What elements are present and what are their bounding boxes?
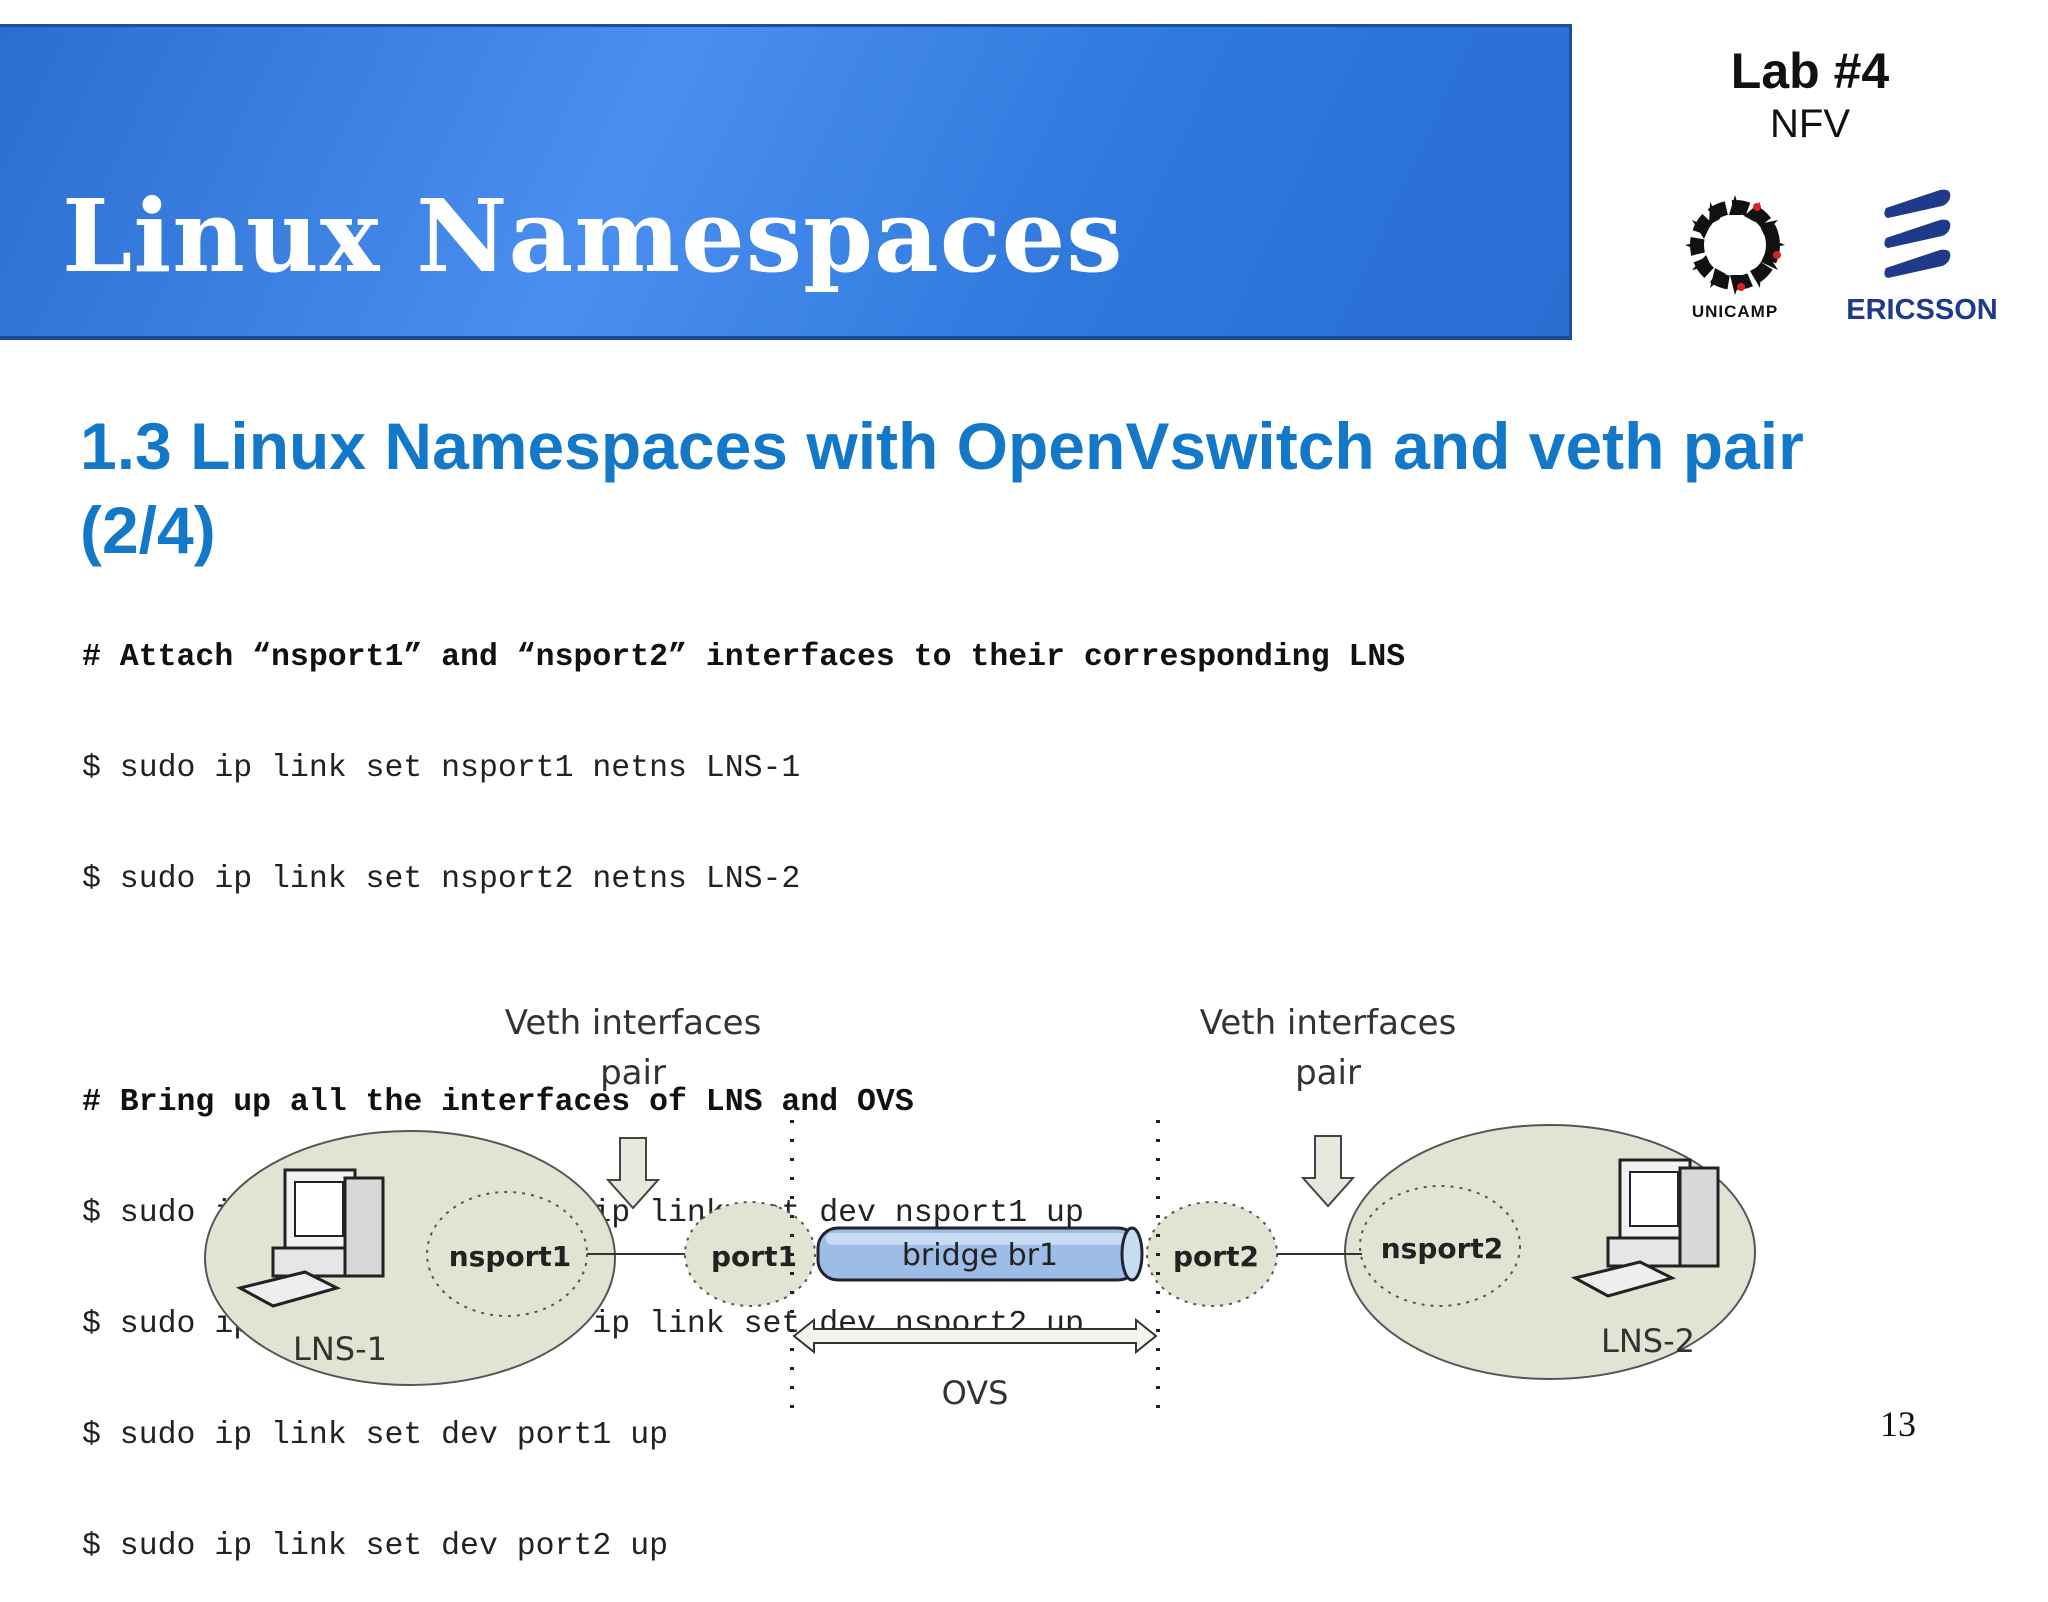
veth-label-right-line2: pair <box>1295 1053 1361 1093</box>
veth-arrow-left-icon <box>605 1137 661 1210</box>
veth-label-left-line2: pair <box>600 1053 666 1093</box>
section-title: 1.3 Linux Namespaces with OpenVswitch an… <box>80 404 1960 572</box>
network-diagram: Veth interfaces pair Veth interfaces pai… <box>204 1003 1756 1412</box>
page-number: 13 <box>1880 1404 1916 1444</box>
ovs-span-arrow <box>792 1317 1158 1355</box>
code-line: $ sudo ip link set nsport1 netns LNS-1 <box>82 751 801 786</box>
lab-title: Lab #4 <box>1730 43 1890 99</box>
veth-arrow-right-icon <box>1300 1135 1356 1208</box>
lns2-label: LNS-2 <box>1601 1322 1695 1360</box>
title-banner: Linux Namespaces <box>0 24 1572 340</box>
lab-subtitle: NFV <box>1770 102 1850 146</box>
code-line: $ sudo ip link set nsport2 netns LNS-2 <box>82 862 801 897</box>
computer-icon <box>1570 1158 1720 1298</box>
ericsson-wordmark: ERICSSON <box>1846 294 1998 326</box>
section-title-line-1: 1.3 Linux Namespaces with OpenVswitch an… <box>80 409 1804 483</box>
lns1-label: LNS-1 <box>293 1330 387 1368</box>
computer-icon <box>235 1168 385 1308</box>
code-line: $ sudo ip link set dev port2 up <box>82 1529 668 1564</box>
code-comment: # Bring up all the interfaces of LNS and… <box>82 1085 914 1120</box>
unicamp-logo <box>1685 195 1785 295</box>
port2-label: port2 <box>1173 1240 1259 1273</box>
ovs-label: OVS <box>942 1374 1009 1412</box>
unicamp-wordmark: UNICAMP <box>1691 302 1779 321</box>
slide-title: Linux Namespaces <box>62 177 1124 295</box>
code-line: $ sudo ip link set dev port1 up <box>82 1418 668 1453</box>
ericsson-logo <box>1884 189 1951 278</box>
nsport2-label: nsport2 <box>1381 1232 1504 1265</box>
code-comment: # Attach “nsport1” and “nsport2” interfa… <box>82 640 1406 675</box>
section-title-line-2: (2/4) <box>80 493 216 567</box>
port1-interface <box>684 1201 816 1307</box>
nsport1-label: nsport1 <box>449 1240 572 1273</box>
bridge-br1 <box>816 1226 1144 1282</box>
veth-label-right-line1: Veth interfaces <box>1200 1003 1457 1043</box>
bridge-label: bridge br1 <box>902 1238 1058 1273</box>
veth-label-left-line1: Veth interfaces <box>505 1003 762 1043</box>
nsport2-interface <box>1359 1185 1521 1307</box>
port1-label: port1 <box>711 1240 797 1273</box>
